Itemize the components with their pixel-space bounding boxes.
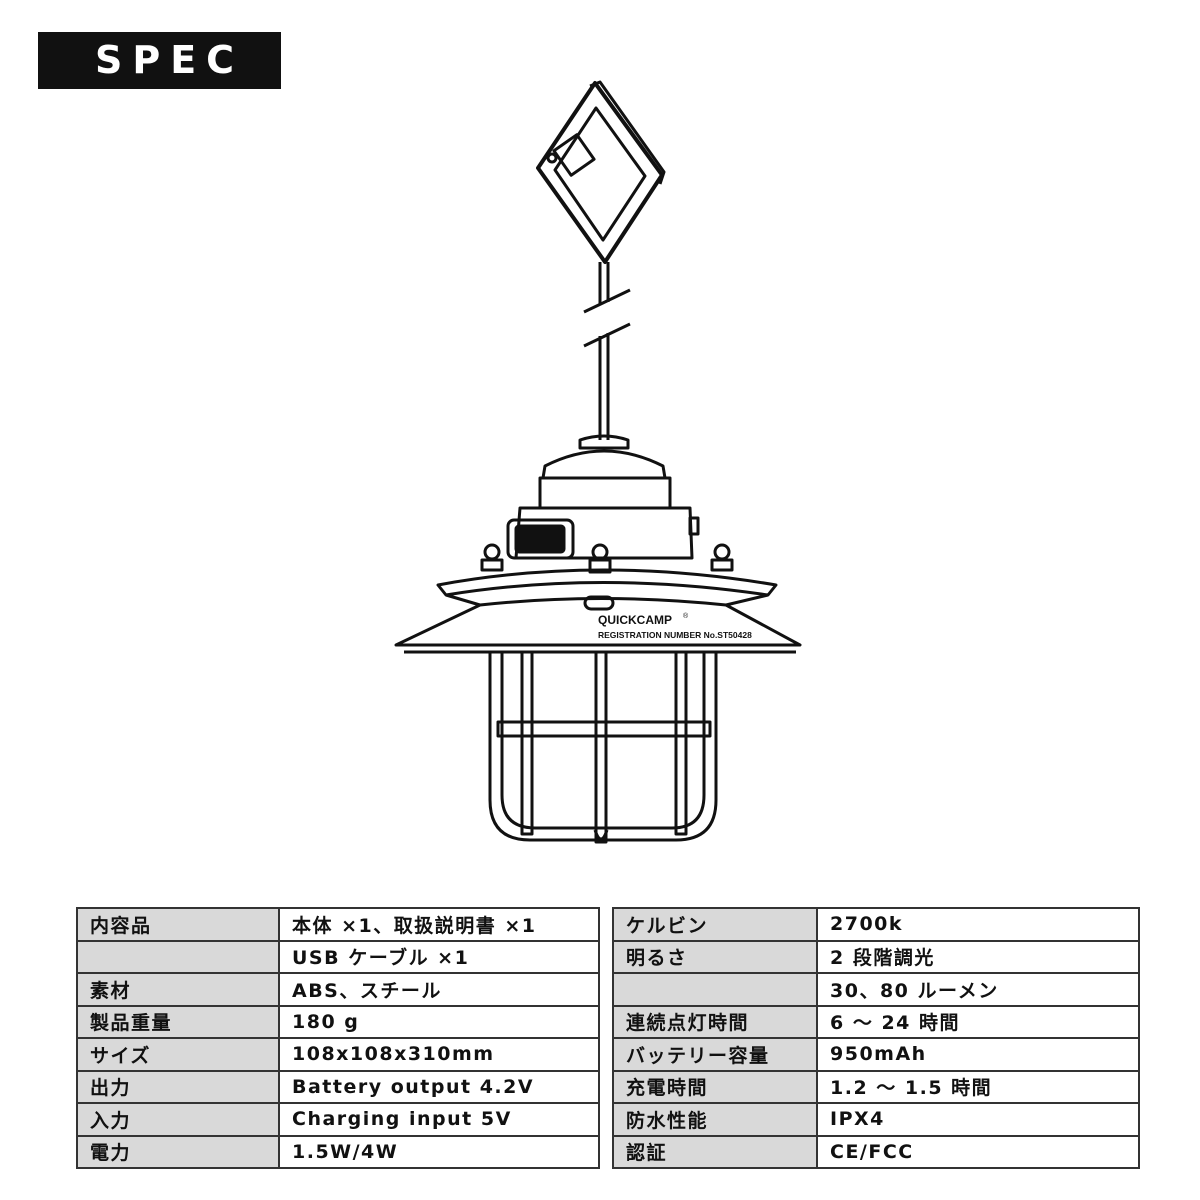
spec-label: 製品重量 [76, 1004, 280, 1039]
spec-value: 6 ～ 24 時間 [816, 1004, 1140, 1039]
spec-label: サイズ [76, 1037, 280, 1072]
spec-value: 2 段階調光 [816, 939, 1140, 974]
hanging-cord [583, 262, 631, 440]
spec-label: 内容品 [76, 907, 280, 942]
bolt-icon [480, 543, 504, 572]
table-row: 30、80 ルーメン [612, 972, 1140, 1007]
bolt-icon [588, 543, 612, 574]
spec-value: ABS、スチール [278, 972, 600, 1007]
spec-label: 入力 [76, 1102, 280, 1137]
table-row: USB ケーブル ×1 [76, 939, 600, 974]
spec-label [612, 972, 818, 1007]
spec-label: 充電時間 [612, 1069, 818, 1104]
spec-label: ケルビン [612, 907, 818, 942]
spec-label: 認証 [612, 1134, 818, 1169]
brand-label: QUICKCAMP [598, 613, 672, 627]
spec-label [76, 939, 280, 974]
spec-value: 本体 ×1、取扱説明書 ×1 [278, 907, 600, 942]
table-row: 内容品本体 ×1、取扱説明書 ×1 [76, 907, 600, 942]
spec-banner: SPEC [38, 32, 281, 89]
spec-value: 180 g [278, 1004, 600, 1039]
bolt-icon [710, 543, 734, 572]
spec-value: 30、80 ルーメン [816, 972, 1140, 1007]
carabiner-icon [536, 80, 666, 264]
spec-value: Battery output 4.2V [278, 1069, 600, 1104]
spec-value: CE/FCC [816, 1134, 1140, 1169]
spec-label: 電力 [76, 1134, 280, 1169]
spec-label: 防水性能 [612, 1102, 818, 1137]
spec-label: 連続点灯時間 [612, 1004, 818, 1039]
spec-label: バッテリー容量 [612, 1037, 818, 1072]
spec-value: 108x108x310mm [278, 1037, 600, 1072]
spec-value: 2700k [816, 907, 1140, 942]
spec-value: IPX4 [816, 1102, 1140, 1137]
spec-label: 出力 [76, 1069, 280, 1104]
spec-value: 950mAh [816, 1037, 1140, 1072]
spec-value: Charging input 5V [278, 1102, 600, 1137]
spec-value: 1.2 ～ 1.5 時間 [816, 1069, 1140, 1104]
lantern-body [394, 434, 802, 844]
spec-label: 明るさ [612, 939, 818, 974]
spec-value: USB ケーブル ×1 [278, 939, 600, 974]
brand-mark: ® [683, 612, 689, 620]
lantern-illustration: QUICKCAMP ® REGISTRATION NUMBER No.ST504… [394, 80, 802, 844]
registration-number: REGISTRATION NUMBER No.ST50428 [598, 630, 752, 640]
spec-label: 素材 [76, 972, 280, 1007]
spec-value: 1.5W/4W [278, 1134, 600, 1169]
